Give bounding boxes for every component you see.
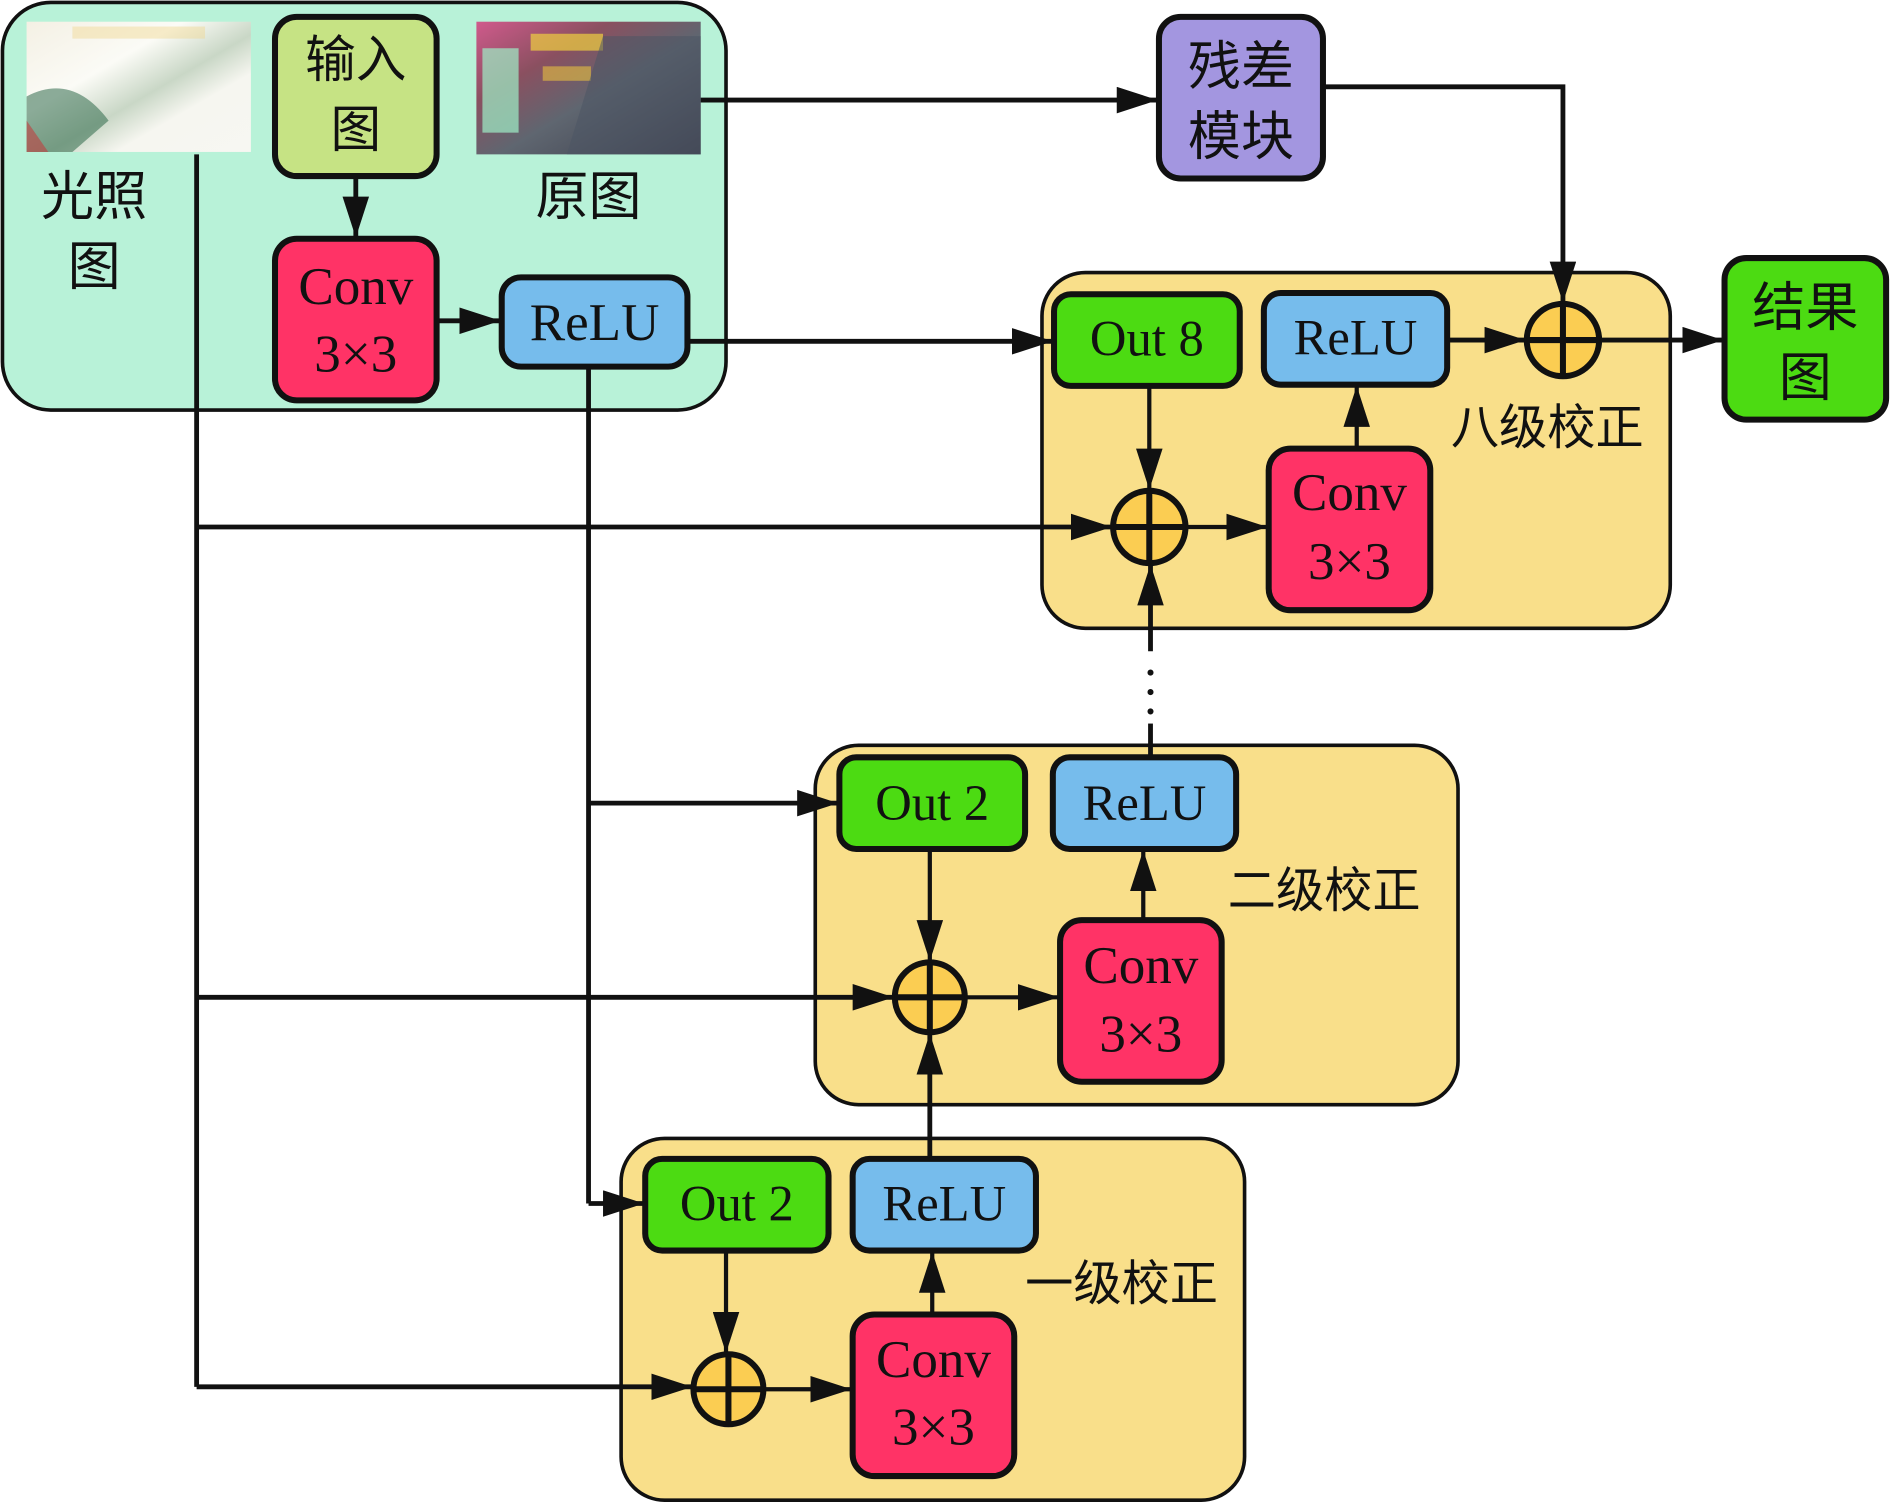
stage-8-panel: Out 8 ReLU Conv 3×3 八级校正 [1040,270,1673,631]
stage-8-relu-label: ReLU [1294,310,1418,366]
illumination-label-line2: 图 [68,236,121,298]
arrow-residual-to-final-sum [1322,84,1577,303]
stage-1-conv-line1: Conv [876,1331,991,1389]
stage-8-relu-box[interactable]: ReLU [1260,290,1451,388]
stage-1-relu-box[interactable]: ReLU [849,1155,1039,1254]
final-sum-node [1523,300,1603,380]
stage-1-title: 一级校正 [1025,1256,1218,1312]
residual-block-line2: 模块 [1188,105,1294,167]
stage-8-out-box[interactable]: Out 8 [1051,291,1243,389]
result-image-line1: 结果 [1752,277,1858,339]
stage-8-conv-line1: Conv [1292,464,1407,522]
input-conv-line1: Conv [298,258,413,316]
illumination-image[interactable] [26,21,251,152]
stage-1-out-box[interactable]: Out 2 [642,1155,832,1254]
stage-8-title: 八级校正 [1451,400,1644,456]
input-relu-label: ReLU [530,294,660,352]
original-image-label: 原图 [535,166,641,228]
original-image[interactable] [476,21,701,155]
residual-block-line1: 残差 [1188,35,1294,97]
stage-2-conv-box[interactable]: Conv 3×3 [1057,917,1225,1085]
stage-2-relu-label: ReLU [1083,775,1207,831]
connectors [194,84,1724,1403]
stage-1-out-label: Out 2 [680,1175,794,1231]
stage-8-sum-node [1110,487,1189,567]
result-image-line2: 图 [1779,347,1832,409]
stage-8-out-label: Out 8 [1090,311,1204,367]
stage-2-panel: Out 2 ReLU Conv 3×3 二级校正 [813,743,1460,1107]
stage-2-out-label: Out 2 [875,775,989,831]
stage-1-relu-label: ReLU [882,1175,1006,1231]
input-image-box-line2: 图 [330,100,381,159]
stage-1-panel: Out 2 ReLU Conv 3×3 一级校正 [619,1136,1247,1502]
stage-8-conv-line2: 3×3 [1308,533,1391,591]
stage-2-out-box[interactable]: Out 2 [836,754,1029,852]
stage-1-conv-line2: 3×3 [892,1399,975,1457]
input-image-box-line1: 输入 [305,30,406,89]
stage-2-relu-box[interactable]: ReLU [1049,754,1240,852]
stage-1-conv-box[interactable]: Conv 3×3 [849,1311,1018,1480]
input-conv-line2: 3×3 [314,325,397,383]
input-relu-box[interactable]: ReLU [498,274,691,370]
input-conv-box[interactable]: Conv 3×3 [271,235,440,404]
stage-2-conv-line2: 3×3 [1099,1006,1182,1064]
illumination-label-line1: 光照 [41,166,147,228]
stage-8-conv-box[interactable]: Conv 3×3 [1265,445,1434,614]
stage-1-sum-node [690,1351,767,1428]
residual-block-box[interactable]: 残差 模块 [1155,13,1326,182]
stage-2-title: 二级校正 [1228,863,1421,919]
result-image-box[interactable]: 结果 图 [1721,255,1890,423]
input-panel: 光照 图 原图 输入 图 Conv 3×3 ReLU [0,0,728,412]
stage-2-conv-line1: Conv [1083,937,1198,995]
stage-2-sum-node [891,959,968,1036]
input-image-box[interactable]: 输入 图 [271,13,440,180]
